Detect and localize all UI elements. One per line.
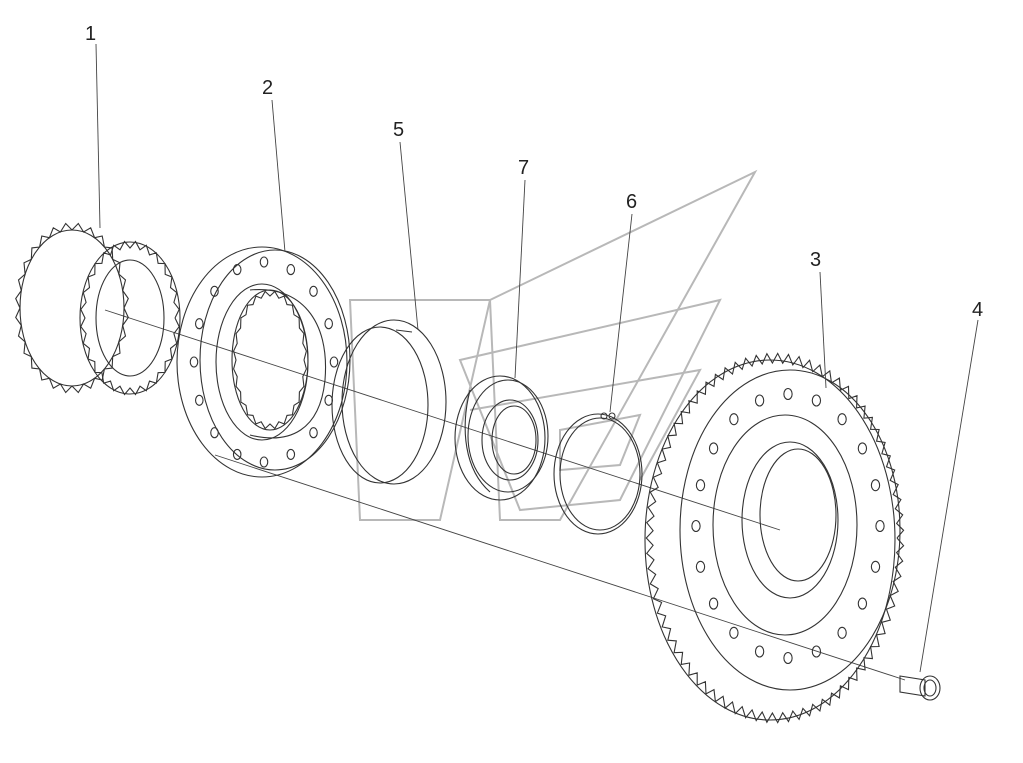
part-4-bolt [899,675,941,701]
callouts: 1 2 3 4 5 6 7 [85,23,983,321]
part-1-spline-gear [15,222,181,396]
callout-4: 4 [972,299,983,321]
part-6-circlip [553,412,643,535]
watermark-logo [348,169,758,521]
part-5-retaining-ring [331,319,447,485]
callout-7: 7 [518,157,529,179]
callout-2: 2 [262,77,273,99]
callout-1: 1 [85,23,96,45]
part-7-bearing [454,375,549,501]
callout-5: 5 [393,119,404,141]
assembly-axis-lines [104,309,906,681]
callout-6: 6 [626,191,637,213]
part-2-flange [176,246,351,478]
part-3-large-gear [644,352,905,724]
callout-3: 3 [810,249,821,271]
leader-lines [95,43,979,673]
